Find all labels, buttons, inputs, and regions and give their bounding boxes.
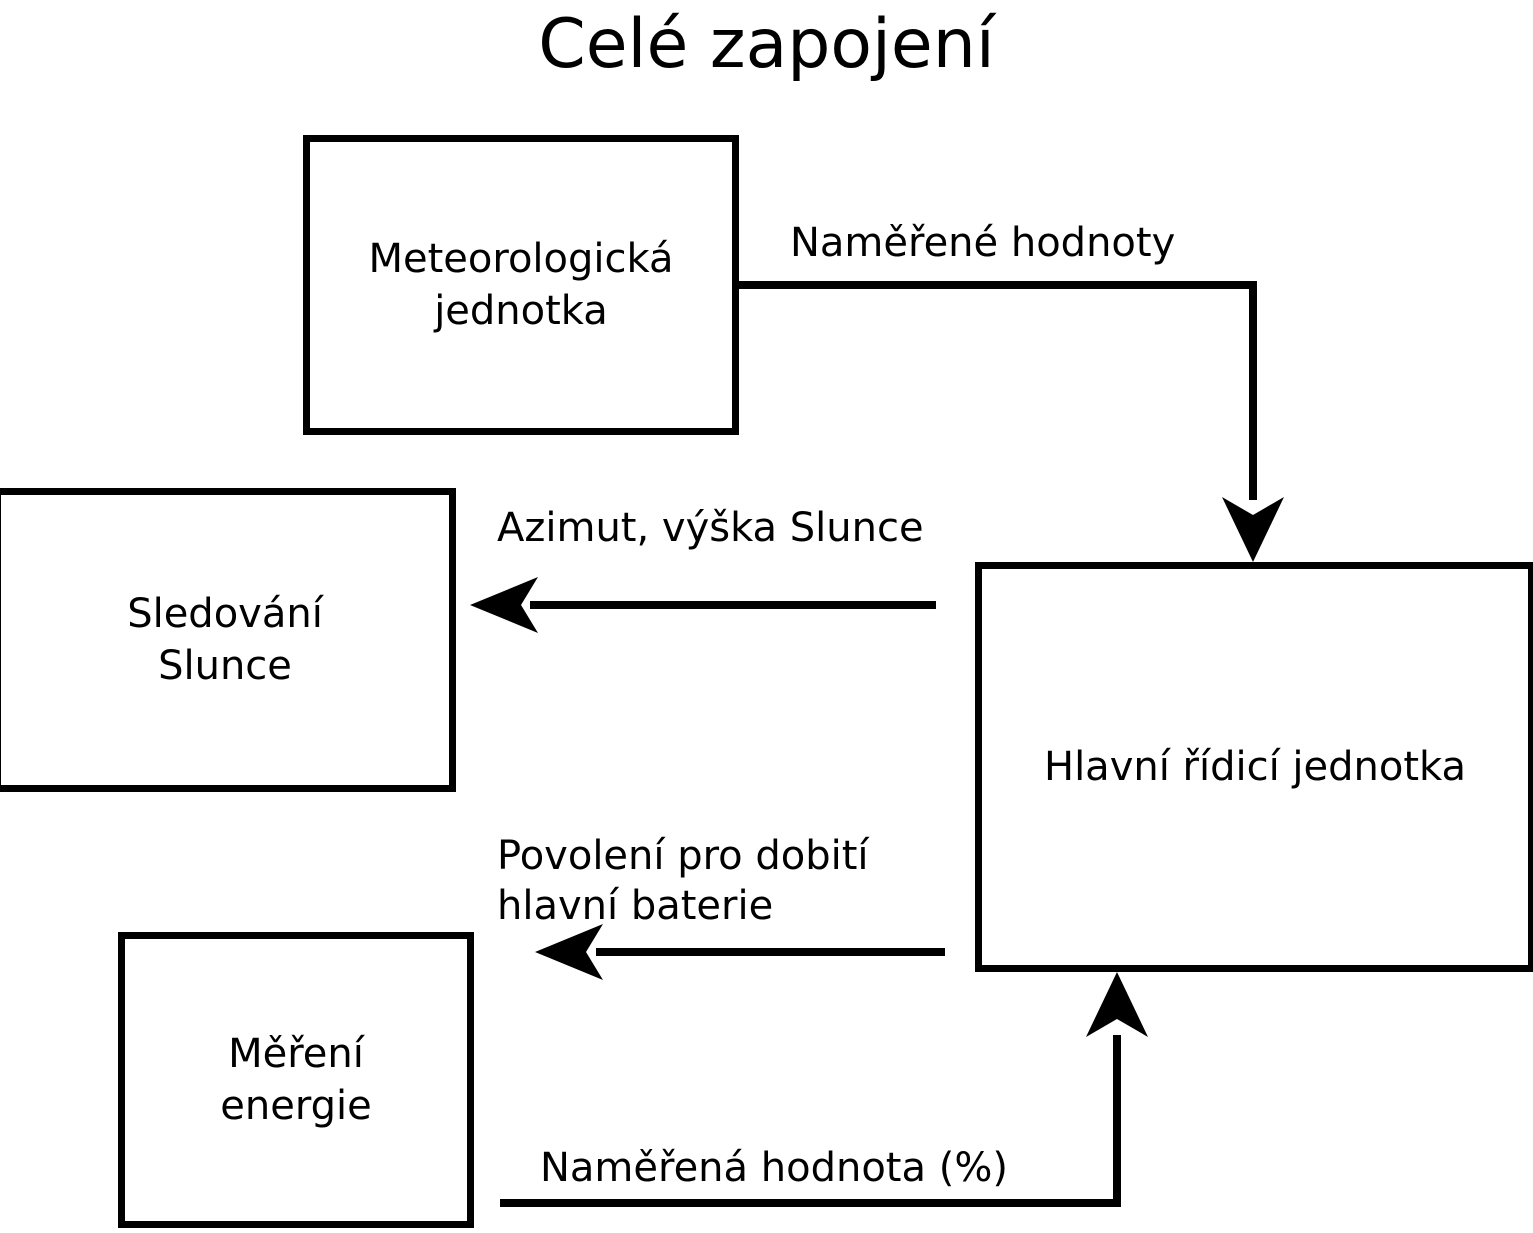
edge-label-measured-percentage: Naměřená hodnota (%) [540,1145,1008,1191]
edge-label-azimuth-elevation: Azimut, výška Slunce [497,505,924,551]
connector-charge-permission [535,924,945,980]
page-title: Celé zapojení [538,5,995,84]
node-energy-measurement[interactable]: Měření energie [118,932,474,1228]
node-meteorological-unit-label: Meteorologická jednotka [368,236,674,334]
node-sun-tracking[interactable]: Sledování Slunce [0,488,456,792]
node-main-control-unit[interactable]: Hlavní řídicí jednotka [975,562,1533,972]
node-meteorological-unit[interactable]: Meteorologická jednotka [303,135,739,435]
node-main-control-unit-label: Hlavní řídicí jednotka [1043,744,1467,790]
connector-measured-percentage [500,972,1148,1207]
node-sun-tracking-label: Sledování Slunce [127,591,323,689]
edge-label-charge-permission: Povolení pro dobití hlavní baterie [497,833,869,929]
connector-measured-values [739,281,1284,562]
edge-label-measured-values: Naměřené hodnoty [790,220,1176,266]
connector-azimuth-elevation [470,577,936,633]
node-energy-measurement-label: Měření energie [220,1031,372,1129]
